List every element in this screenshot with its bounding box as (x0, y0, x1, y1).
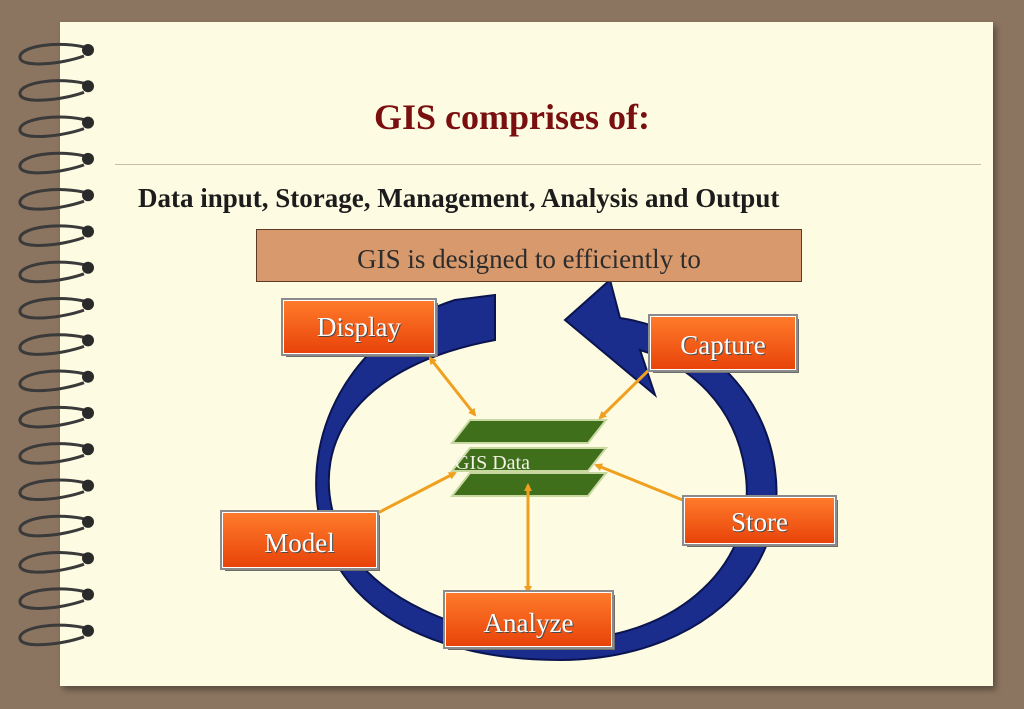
binding-ring (18, 442, 89, 465)
binding-hole (82, 407, 94, 419)
binding-ring (18, 42, 89, 66)
binding-ring (18, 623, 89, 647)
binding-ring (18, 369, 89, 393)
binding-hole (82, 152, 94, 165)
binding-ring (18, 224, 89, 247)
binding-ring (18, 405, 89, 429)
node-display: Display (281, 298, 437, 356)
binding-ring (18, 151, 89, 175)
binding-ring (18, 260, 89, 284)
binding-hole (82, 588, 94, 601)
banner: GIS is designed to efficiently to (256, 229, 802, 282)
binding-hole (82, 443, 94, 456)
slide-subtitle: Data input, Storage, Management, Analysi… (138, 183, 780, 213)
node-analyze: Analyze (443, 590, 614, 649)
binding-ring (18, 478, 89, 502)
binding-ring (18, 333, 89, 356)
gis-data-layers (449, 419, 609, 497)
arrow-store (594, 463, 692, 505)
binding-ring (18, 514, 89, 538)
gis-data-label: GIS Data (455, 452, 530, 474)
binding-ring (18, 551, 89, 574)
binding-hole (82, 479, 94, 492)
node-store: Store (682, 495, 837, 546)
node-capture: Capture (648, 314, 798, 372)
arrow-display (428, 356, 477, 417)
binding-hole (82, 624, 94, 637)
node-model: Model (220, 510, 379, 570)
arrow-capture (598, 361, 658, 420)
slide-title: GIS comprises of: (374, 97, 650, 137)
binding-hole (82, 225, 94, 238)
binding-hole (82, 515, 94, 528)
binding-hole (82, 552, 94, 565)
binding-ring (18, 188, 89, 211)
binding-ring (18, 296, 89, 320)
binding-hole (82, 261, 94, 274)
binding-hole (82, 370, 94, 383)
title-divider (115, 164, 981, 165)
binding-ring (18, 115, 89, 139)
binding-hole (82, 298, 94, 311)
binding-ring (18, 79, 89, 102)
binding-hole (82, 189, 94, 202)
binding-hole (82, 334, 94, 347)
binding-ring (18, 587, 89, 610)
binding-hole (82, 116, 94, 129)
cycle-arrow (315, 278, 778, 662)
binding-hole (82, 44, 94, 56)
arrow-model (368, 471, 457, 519)
binding-hole (82, 80, 94, 93)
